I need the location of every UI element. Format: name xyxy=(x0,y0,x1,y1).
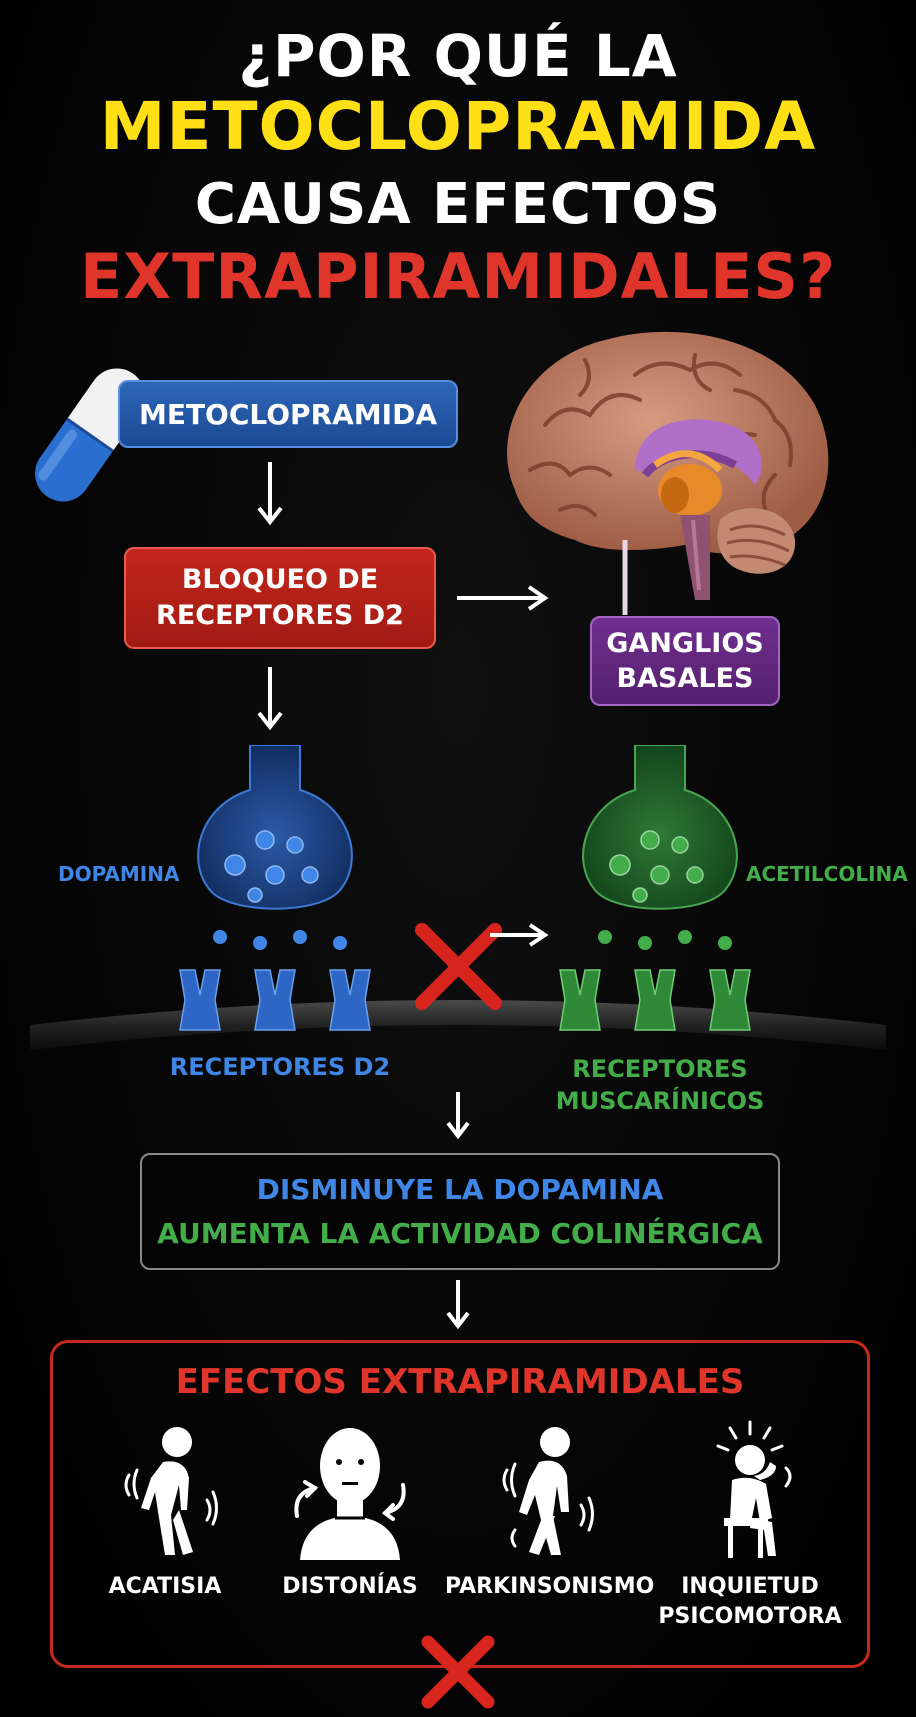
ganglia-label-line2: BASALES xyxy=(616,663,754,694)
dopamine-terminal xyxy=(197,745,353,910)
arrow-down-icon xyxy=(446,1092,470,1140)
d2-receptors xyxy=(179,969,371,1031)
bottom-x-icon xyxy=(421,1635,495,1709)
muscarinic-receptors xyxy=(559,969,751,1031)
akathisia-icon xyxy=(124,1427,218,1555)
arrow-down-icon xyxy=(446,1280,470,1330)
block-label-line1: BLOQUEO DE xyxy=(181,564,379,595)
effect-label-parkinsonism: PARKINSONISMO xyxy=(445,1574,655,1599)
effect-label-psychomotor: INQUIETUD PSICOMOTORA xyxy=(655,1572,845,1632)
muscarinic-receptors-label: RECEPTORES MUSCARÍNICOS xyxy=(545,1053,775,1117)
dopamine-molecules xyxy=(213,930,347,950)
arrow-down-icon xyxy=(257,667,283,731)
basal-ganglia-box: GANGLIOS BASALES xyxy=(590,616,780,706)
muscarinic-label-line1: RECEPTORES xyxy=(572,1055,748,1083)
acetylcholine-terminal xyxy=(582,745,738,910)
block-box: BLOQUEO DE RECEPTORES D2 xyxy=(124,547,436,649)
dopamine-label: DOPAMINA xyxy=(58,862,180,886)
drug-label: METOCLOPRAMIDA xyxy=(138,397,438,431)
effects-title: EFECTOS EXTRAPIRAMIDALES xyxy=(175,1362,745,1402)
result-line2: AUMENTA LA ACTIVIDAD COLINÉRGICA xyxy=(157,1216,763,1250)
effect-label-dystonia: DISTONÍAS xyxy=(282,1574,418,1599)
acetylcholine-molecules xyxy=(598,930,732,950)
result-line1: DISMINUYE LA DOPAMINA xyxy=(256,1172,664,1206)
dystonia-icon xyxy=(294,1428,406,1560)
muscarinic-label-line2: MUSCARÍNICOS xyxy=(555,1087,765,1115)
title-line-1: ¿POR QUÉ LA xyxy=(238,22,678,90)
acetylcholine-label: ACETILCOLINA xyxy=(746,862,908,886)
title-line-4: EXTRAPIRAMIDALES? xyxy=(79,240,837,313)
block-x-icon xyxy=(415,923,549,1010)
effect-label-akathisia: ACATISIA xyxy=(108,1574,222,1599)
title-line-2: METOCLOPRAMIDA xyxy=(99,88,817,165)
result-box: DISMINUYE LA DOPAMINA AUMENTA LA ACTIVID… xyxy=(140,1153,780,1270)
title-line-3: CAUSA EFECTOS xyxy=(194,172,722,237)
arrow-right-icon xyxy=(457,585,549,611)
brain-icon xyxy=(507,331,829,615)
psychomotor-line2: PSICOMOTORA xyxy=(658,1604,842,1629)
block-label-line2: RECEPTORES D2 xyxy=(156,600,404,631)
psychomotor-line1: INQUIETUD xyxy=(681,1574,819,1599)
arrow-down-icon xyxy=(257,462,283,526)
drug-box: METOCLOPRAMIDA xyxy=(118,380,458,448)
ganglia-label-line1: GANGLIOS xyxy=(606,628,764,659)
psychomotor-agitation-icon xyxy=(716,1420,792,1558)
d2-receptors-label: RECEPTORES D2 xyxy=(169,1053,391,1081)
parkinsonism-icon xyxy=(502,1427,594,1555)
